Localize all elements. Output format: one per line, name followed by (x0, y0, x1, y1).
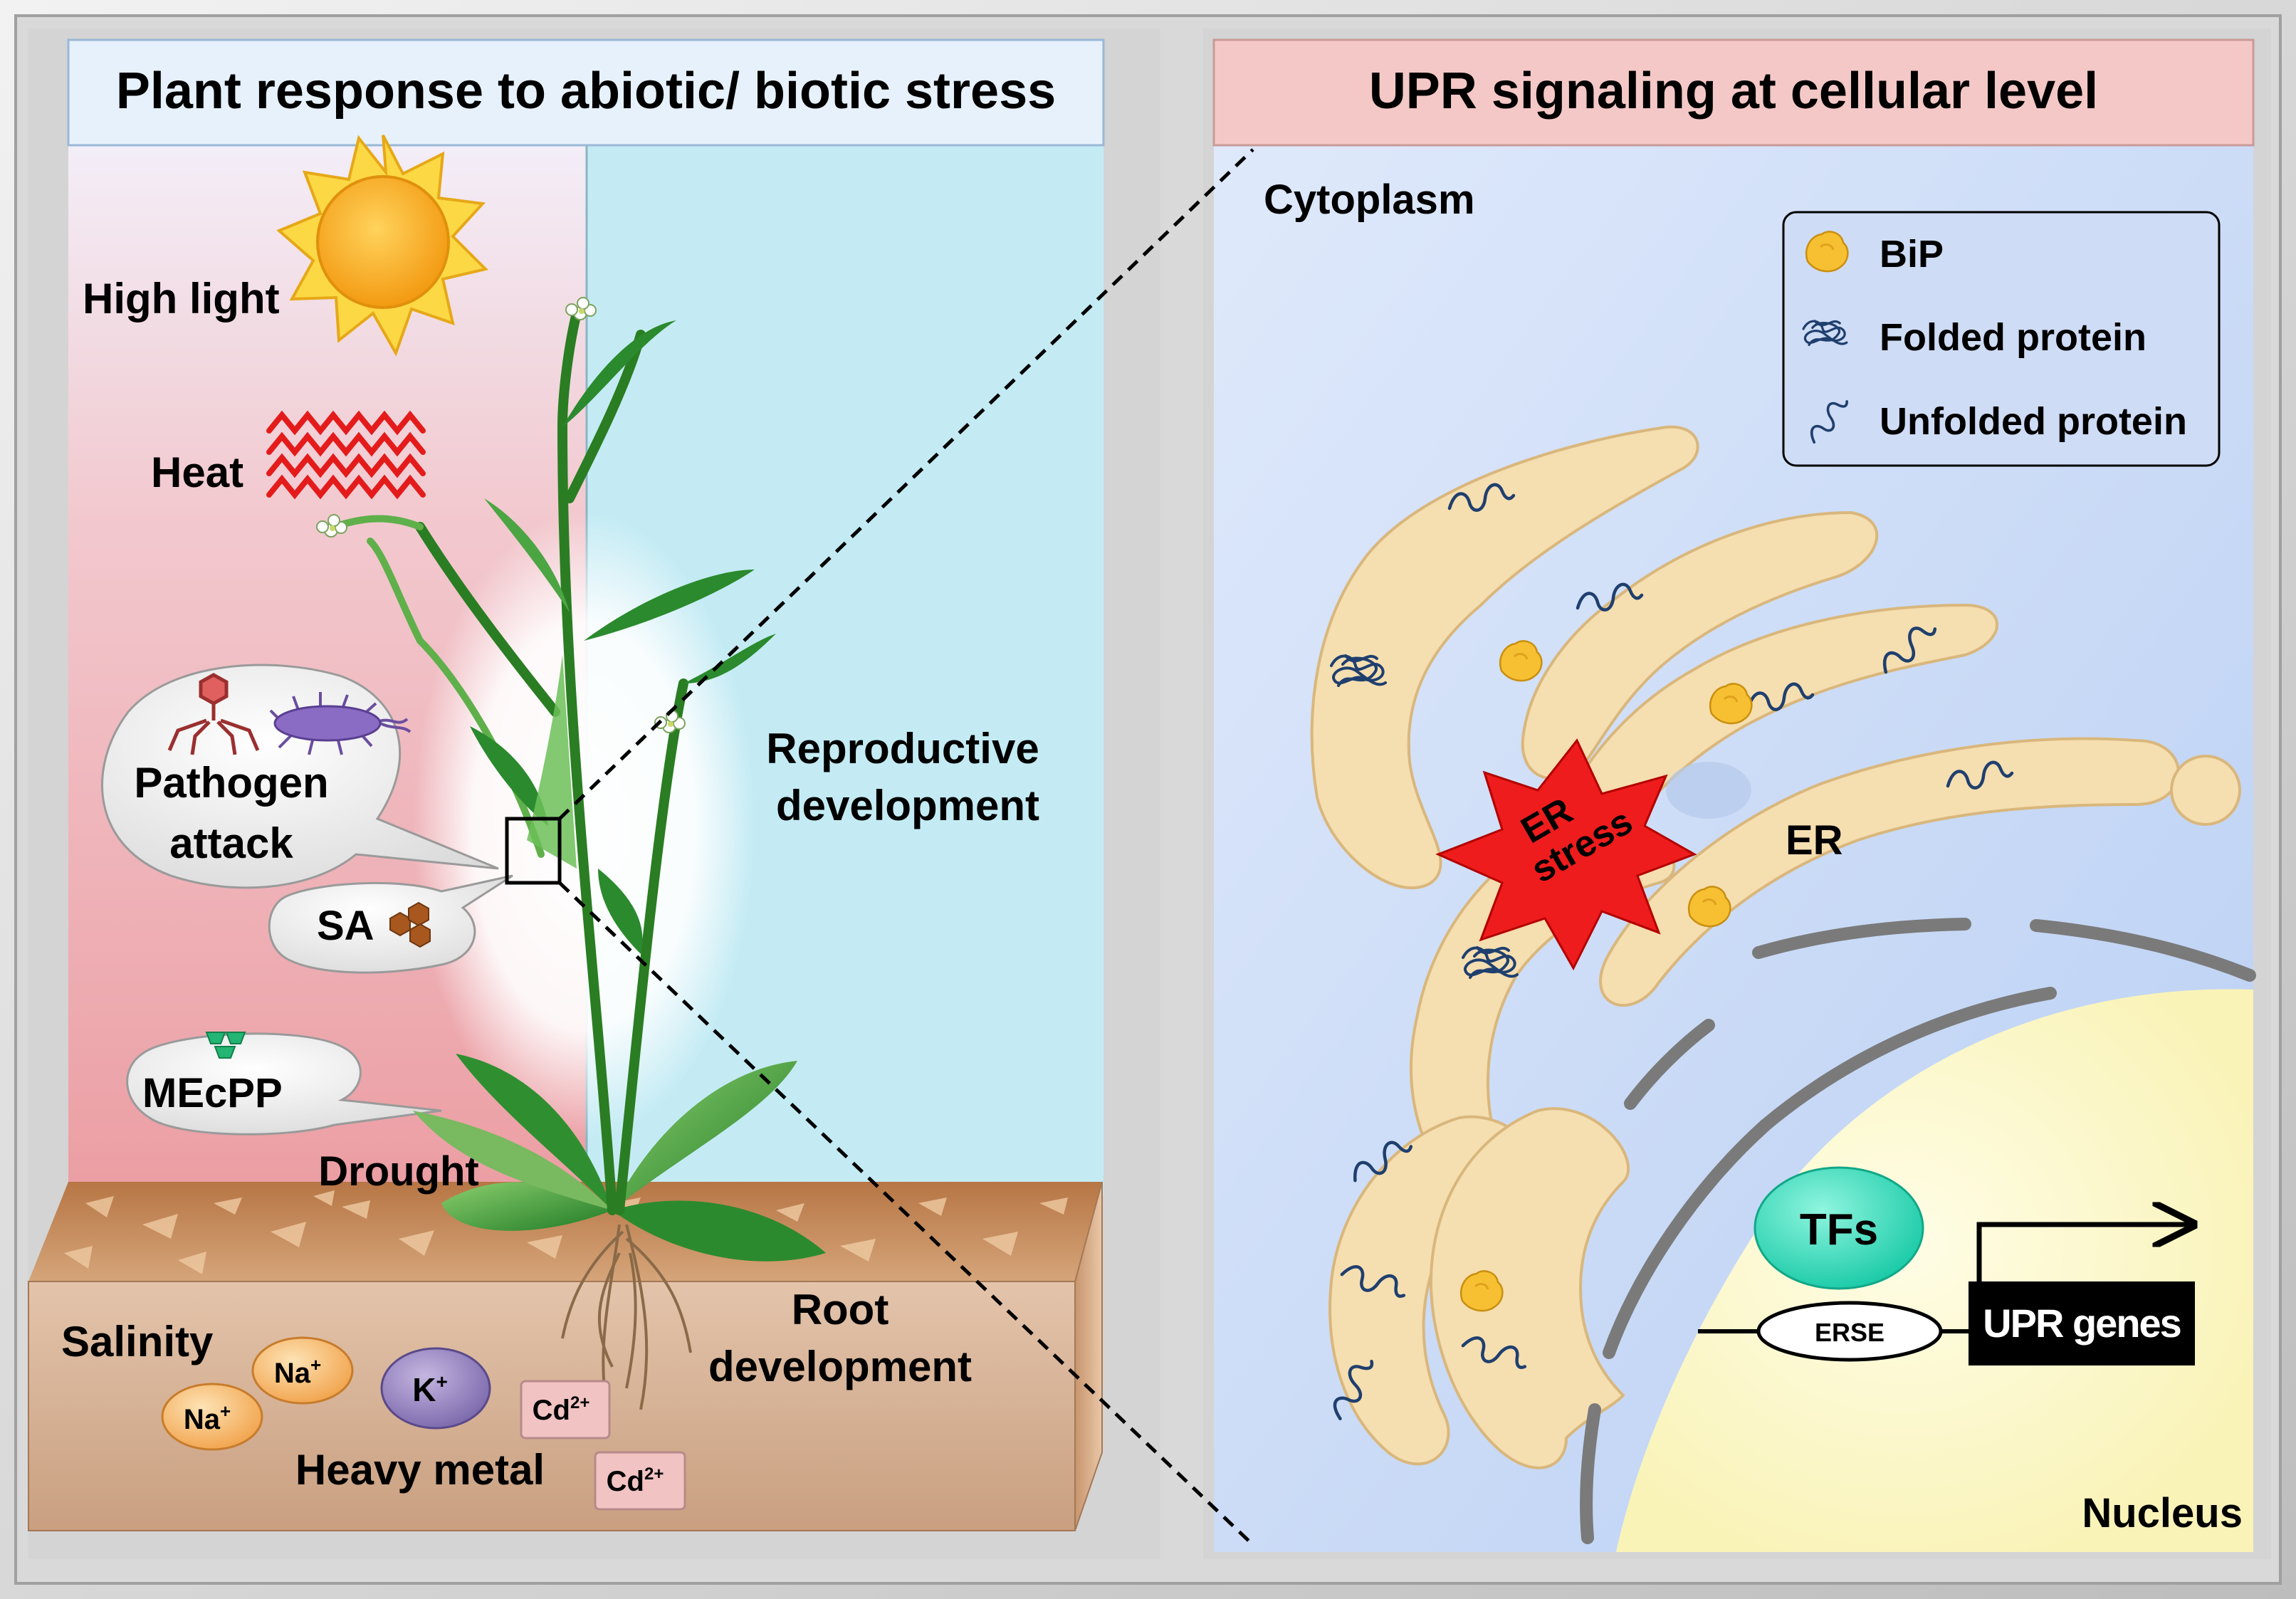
ion-charge: + (220, 1400, 231, 1422)
svg-text:Na+: Na+ (274, 1354, 321, 1389)
bip-icon (1687, 885, 1731, 928)
nucleus-body (1616, 989, 2253, 1552)
salinity-label: Salinity (61, 1318, 214, 1365)
erse-element (1756, 1301, 1943, 1362)
cadmium-ion-2: Cd2+ (594, 1451, 686, 1511)
sodium-ion-1: Na+ (251, 1336, 354, 1405)
upr-genes-box (1969, 1281, 2195, 1365)
heat-label: Heat (151, 449, 243, 496)
right-panel: UPR signaling at cellular level Cytoplas… (1203, 28, 2271, 1559)
reproductive-label-line1: Reproductive (766, 725, 1039, 772)
left-panel: Plant response to abiotic/ biotic stress… (28, 28, 1160, 1559)
er-stress-burst: ER stress (1435, 738, 1697, 971)
legend-box (1782, 211, 2221, 467)
ion-symbol: Cd (533, 1395, 570, 1426)
svg-text:Cd2+: Cd2+ (533, 1393, 590, 1426)
bip-icon (1499, 639, 1543, 682)
zoom-region-box (505, 817, 562, 885)
salicylic-acid-icon (389, 901, 431, 948)
zoom-guide-lines (558, 148, 1254, 1546)
left-panel-title: Plant response to abiotic/ biotic stress (116, 63, 1056, 120)
upr-gene-expression: TFs ERSE UPR genes (1698, 1166, 2195, 1365)
bip-icon (1709, 682, 1753, 725)
ion-charge: + (436, 1370, 447, 1393)
ion-symbol: Cd (607, 1466, 644, 1497)
virus-icon (167, 673, 260, 755)
ion-charge: 2+ (570, 1393, 589, 1412)
soil-side (1074, 1181, 1103, 1531)
er-lumen-shadow (1666, 762, 1751, 819)
plant-roots (561, 1224, 692, 1410)
tfs-label: TFs (1800, 1205, 1878, 1254)
tfs-protein (1754, 1166, 1924, 1290)
soil-top (28, 1182, 1102, 1281)
legend-unfolded-label: Unfolded protein (1880, 400, 2187, 443)
potassium-ion: K+ (380, 1347, 491, 1430)
bacterium-icon (269, 692, 412, 755)
nuclear-envelope (1580, 918, 2256, 1544)
ion-symbol: K (412, 1371, 436, 1408)
pathogen-label-line2: attack (169, 819, 293, 867)
heavy-metal-label: Heavy metal (295, 1446, 545, 1494)
reproductive-label-line2: development (776, 782, 1039, 829)
right-panel-title: UPR signaling at cellular level (1369, 63, 2098, 120)
ion-charge: 2+ (644, 1464, 664, 1484)
legend-bip-label: BiP (1880, 233, 1944, 276)
cadmium-ion-1: Cd2+ (520, 1380, 611, 1440)
sa-label: SA (317, 903, 374, 949)
erse-label: ERSE (1815, 1318, 1884, 1347)
root-development-label-line2: development (708, 1343, 972, 1390)
svg-text:Cd2+: Cd2+ (607, 1464, 664, 1497)
nucleus-label: Nucleus (2082, 1490, 2243, 1536)
ion-symbol: Na (184, 1404, 221, 1435)
svg-text:Na+: Na+ (184, 1400, 231, 1435)
drought-label: Drought (318, 1148, 479, 1195)
bip-icon (1805, 230, 1849, 273)
arabidopsis-plant-illustration (316, 297, 826, 1410)
nucleus: Nucleus (1580, 918, 2256, 1552)
er-label: ER (1786, 817, 1843, 864)
svg-text:K+: K+ (412, 1370, 448, 1408)
heat-waves-icon (266, 410, 426, 500)
upr-genes-label: UPR genes (1983, 1301, 2181, 1346)
ion-symbol: Na (274, 1358, 311, 1389)
bip-icon (1459, 1269, 1504, 1312)
mecpp-molecule-icon (205, 1032, 246, 1059)
pathogen-label-line1: Pathogen (134, 759, 328, 807)
legend-folded-label: Folded protein (1880, 316, 2146, 359)
sodium-ion-2: Na+ (161, 1383, 263, 1451)
high-light-label: High light (83, 275, 280, 323)
root-development-label-line1: Root (792, 1286, 889, 1333)
cytoplasm-label: Cytoplasm (1264, 177, 1475, 223)
mecpp-callout (126, 1032, 442, 1136)
transcription-arrow-icon (1976, 1225, 2193, 1281)
legend: BiP Folded protein Unfolded protein (1782, 211, 2221, 467)
right-title-box (1212, 38, 2255, 147)
left-title-box (67, 38, 1105, 147)
ion-charge: + (310, 1354, 321, 1375)
sun-icon (276, 135, 488, 357)
mecpp-label: MEcPP (142, 1070, 283, 1116)
